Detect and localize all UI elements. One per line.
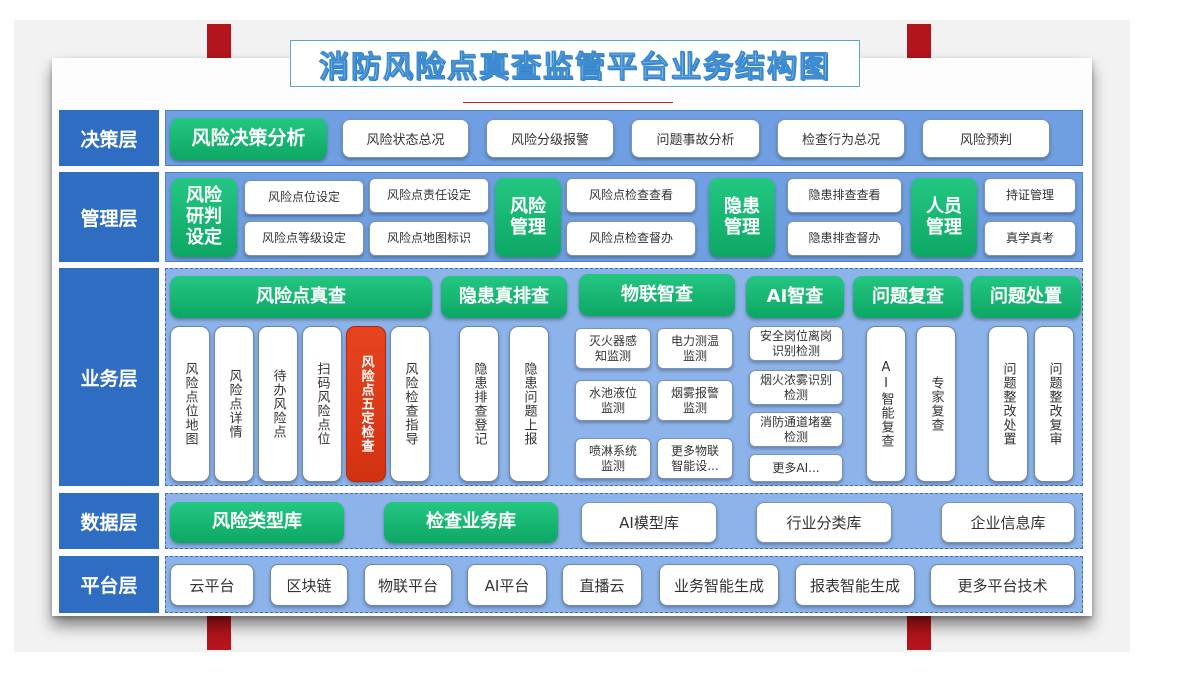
management-group-risk-management[interactable]: 风险管理 — [495, 178, 561, 257]
platform-ai[interactable]: AI平台 — [467, 564, 547, 606]
iot-check-item[interactable]: 更多物联智能设... — [657, 438, 733, 479]
ai-check-item[interactable]: 消防通道堵塞检测 — [749, 412, 843, 447]
management-item[interactable]: 真学真考 — [984, 221, 1076, 256]
iot-check-item[interactable]: 水池液位监测 — [575, 380, 651, 421]
data-enterprise-library[interactable]: 企业信息库 — [941, 502, 1075, 543]
management-group-risk-assessment[interactable]: 风险研判设定 — [171, 178, 237, 257]
iot-check-item[interactable]: 喷淋系统监测 — [575, 438, 651, 479]
title-underline — [463, 102, 673, 103]
review-item-label: 专家复查 — [928, 376, 944, 432]
management-item[interactable]: 风险点检查督办 — [566, 221, 696, 256]
risk-check-item-label: 扫码风险点位 — [314, 362, 330, 446]
decor-bar-top-left — [207, 24, 231, 60]
business-header-disposal[interactable]: 问题处置 — [971, 276, 1081, 318]
decision-item[interactable]: 问题事故分析 — [631, 119, 760, 158]
layer-label-decision: 决策层 — [59, 110, 159, 166]
layer-label-platform: 平台层 — [59, 556, 159, 613]
review-item-label: AI智能复查 — [878, 360, 894, 448]
management-item[interactable]: 风险点责任设定 — [369, 178, 489, 213]
platform-business-ai-gen[interactable]: 业务智能生成 — [659, 564, 779, 606]
platform-cloud[interactable]: 云平台 — [170, 564, 254, 606]
review-item[interactable]: AI智能复查 — [866, 326, 906, 482]
management-item[interactable]: 隐患排查督办 — [787, 221, 902, 256]
decision-item[interactable]: 检查行为总况 — [777, 119, 905, 158]
hazard-check-item-label: 隐患排查登记 — [471, 362, 487, 446]
ai-check-item[interactable]: 烟火浓雾识别检测 — [749, 370, 843, 405]
diagram-title: 消防风险点真查监管平台业务结构图 — [319, 49, 831, 85]
business-header-risk-check[interactable]: 风险点真查 — [170, 276, 432, 318]
title-box: 消防风险点真查监管平台业务结构图 — [290, 40, 860, 87]
business-header-hazard-check[interactable]: 隐患真排查 — [441, 276, 567, 318]
platform-report-ai-gen[interactable]: 报表智能生成 — [795, 564, 915, 606]
iot-check-item[interactable]: 电力测温监测 — [657, 328, 733, 369]
platform-blockchain[interactable]: 区块链 — [270, 564, 348, 606]
platform-iot[interactable]: 物联平台 — [364, 564, 452, 606]
risk-check-item[interactable]: 风险检查指导 — [390, 326, 430, 482]
layer-label-data: 数据层 — [59, 493, 159, 549]
management-item[interactable]: 隐患排查查看 — [787, 178, 902, 213]
layer-label-business: 业务层 — [59, 268, 159, 486]
disposal-item-label: 问题整改处置 — [1000, 362, 1016, 446]
ai-check-item[interactable]: 安全岗位离岗识别检测 — [749, 326, 843, 361]
business-header-review[interactable]: 问题复查 — [853, 276, 963, 318]
management-group-hazard-management[interactable]: 隐患管理 — [709, 178, 775, 257]
risk-check-item-highlighted[interactable]: 风险点五定检查 — [346, 326, 386, 482]
review-item[interactable]: 专家复查 — [916, 326, 956, 482]
risk-check-item-label: 风险点详情 — [226, 369, 242, 439]
data-ai-model-library[interactable]: AI模型库 — [581, 502, 717, 543]
hazard-check-item-label: 隐患问题上报 — [521, 362, 537, 446]
management-item[interactable]: 风险点位设定 — [244, 180, 364, 215]
decor-bar-bottom-left — [207, 612, 231, 650]
decision-item[interactable]: 风险状态总况 — [342, 119, 469, 158]
risk-check-item[interactable]: 扫码风险点位 — [302, 326, 342, 482]
iot-check-item[interactable]: 烟雾报警监测 — [657, 380, 733, 421]
management-item[interactable]: 风险点检查查看 — [566, 178, 696, 213]
decision-item[interactable]: 风险分级报警 — [486, 119, 614, 158]
data-industry-library[interactable]: 行业分类库 — [756, 502, 892, 543]
management-item[interactable]: 风险点等级设定 — [244, 221, 364, 256]
platform-more-tech[interactable]: 更多平台技术 — [930, 564, 1075, 606]
decor-bar-top-right — [907, 24, 931, 60]
decision-main-button[interactable]: 风险决策分析 — [170, 118, 327, 160]
decision-item[interactable]: 风险预判 — [922, 119, 1050, 158]
disposal-item-label: 问题整改复审 — [1046, 362, 1062, 446]
disposal-item[interactable]: 问题整改处置 — [988, 326, 1028, 482]
data-risk-type-library[interactable]: 风险类型库 — [170, 502, 344, 543]
risk-check-item[interactable]: 待办风险点 — [258, 326, 298, 482]
management-group-personnel-management[interactable]: 人员管理 — [911, 178, 977, 257]
risk-check-item[interactable]: 风险点位地图 — [170, 326, 210, 482]
risk-check-item-label: 风险点位地图 — [182, 362, 198, 446]
management-item[interactable]: 风险点地图标识 — [369, 221, 489, 256]
risk-check-item-label: 待办风险点 — [270, 369, 286, 439]
risk-check-item[interactable]: 风险点详情 — [214, 326, 254, 482]
risk-check-item-label: 风险点五定检查 — [358, 355, 374, 453]
risk-check-item-label: 风险检查指导 — [402, 362, 418, 446]
management-item[interactable]: 持证管理 — [984, 178, 1076, 213]
business-header-iot-check[interactable]: 物联智查 — [579, 274, 735, 316]
layer-label-management: 管理层 — [59, 172, 159, 262]
hazard-check-item[interactable]: 隐患问题上报 — [509, 326, 549, 482]
hazard-check-item[interactable]: 隐患排查登记 — [459, 326, 499, 482]
disposal-item[interactable]: 问题整改复审 — [1034, 326, 1074, 482]
platform-live-cloud[interactable]: 直播云 — [562, 564, 642, 606]
data-inspection-library[interactable]: 检查业务库 — [384, 502, 558, 543]
business-header-ai-check[interactable]: AI智查 — [746, 276, 844, 318]
decor-bar-bottom-right — [907, 612, 931, 650]
iot-check-item[interactable]: 灭火器感知监测 — [575, 328, 651, 369]
ai-check-item[interactable]: 更多AI... — [749, 454, 843, 482]
